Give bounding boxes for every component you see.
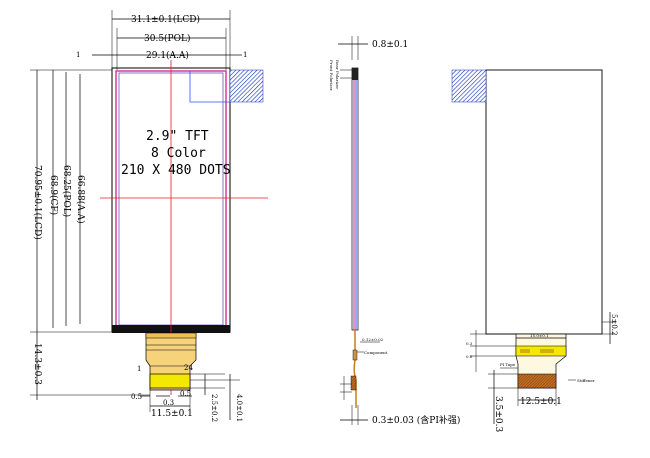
- width-lcd-label: 31.1±0.1(LCD): [131, 14, 200, 25]
- panel-color-text: 8 Color: [151, 146, 206, 161]
- front-view: 31.1±0.1(LCD) 30.5(POL) 29.1(A.A) 1 1 70…: [30, 10, 268, 422]
- pin-first-label: 1: [137, 365, 141, 373]
- width-aa-label: 29.1(A.A): [146, 50, 189, 61]
- side-label-rear-pol: Rear Polarizer: [335, 60, 340, 89]
- fpc-thickness-label: 0.3±0.03 (含PI补强): [372, 414, 460, 426]
- pitch-label: 0.3: [163, 399, 174, 407]
- corner-hatch: [229, 69, 264, 103]
- side-label-front-pol: Front Polarizer: [329, 60, 334, 91]
- side-fpc-label: 0.12±0.02: [362, 337, 384, 342]
- back-panel-outline: [485, 69, 603, 335]
- offset-right-label: 1: [243, 51, 247, 59]
- height-cf-label: 68.9(CF): [48, 175, 59, 215]
- side-component-label: Component: [364, 350, 388, 355]
- back-view: 5±0.2 15.0±0.1 0.3 0.8 Stiffener PI Tape…: [451, 69, 618, 432]
- back-right-label: 5±0.2: [610, 314, 618, 335]
- back-stiffener: [517, 373, 557, 389]
- connector-height-label: 2.5±0.2: [210, 394, 218, 422]
- pad-width-label: 0.5: [131, 393, 142, 401]
- back-stiffener-label: Stiffener: [577, 378, 595, 383]
- connector-dimensions: 11.5±0.1 0.5 0.3 0.5 2.5±0.2 4.0±0.1: [131, 373, 243, 422]
- offset-left-label: 1: [76, 51, 80, 59]
- back-connector-width-label: 12.5±0.1: [520, 397, 562, 407]
- back-fpc-width-label: 15.0±0.1: [530, 333, 549, 338]
- pin-last-label: 24: [184, 364, 193, 372]
- back-height-label: 3.5±0.3: [493, 396, 503, 432]
- back-corner-hatch: [451, 69, 487, 103]
- width-pol-label: 30.5(POL): [144, 33, 190, 44]
- front-fpc: [145, 332, 197, 391]
- corner-mark: [189, 71, 230, 103]
- height-dimensions: 70.95±0.1(LCD) 68.9(CF) 68.25(POL) 66.88…: [30, 69, 150, 400]
- back-side-label: 0.3: [466, 341, 473, 346]
- panel-resolution-text: 210 X 480 DOTS: [121, 163, 231, 178]
- height-aa-label: 66.88(A.A): [75, 175, 86, 224]
- back-tape-label: PI Tape: [500, 362, 516, 367]
- width-dimensions: 31.1±0.1(LCD) 30.5(POL) 29.1(A.A) 1 1: [76, 10, 247, 70]
- front-connector: [149, 373, 191, 389]
- fpc-height-label: 14.3±0.3: [32, 343, 42, 385]
- back-note-label: 0.8: [466, 354, 473, 359]
- back-fpc: [515, 333, 567, 389]
- thickness-label: 0.8±0.1: [372, 40, 408, 50]
- side-fpc: [353, 330, 357, 408]
- height-pol-label: 68.25(POL): [61, 165, 72, 217]
- side-panel-body: [351, 67, 359, 331]
- pad-width-right-label: 0.5: [180, 390, 191, 398]
- side-view: 0.8±0.1 Front Polarizer Rear Polarizer 0…: [329, 36, 460, 426]
- tail-height-label: 4.0±0.1: [235, 394, 243, 422]
- height-lcd-label: 70.95±0.1(LCD): [32, 165, 43, 240]
- connector-width-label: 11.5±0.1: [151, 409, 193, 419]
- panel-size-text: 2.9" TFT: [146, 129, 209, 144]
